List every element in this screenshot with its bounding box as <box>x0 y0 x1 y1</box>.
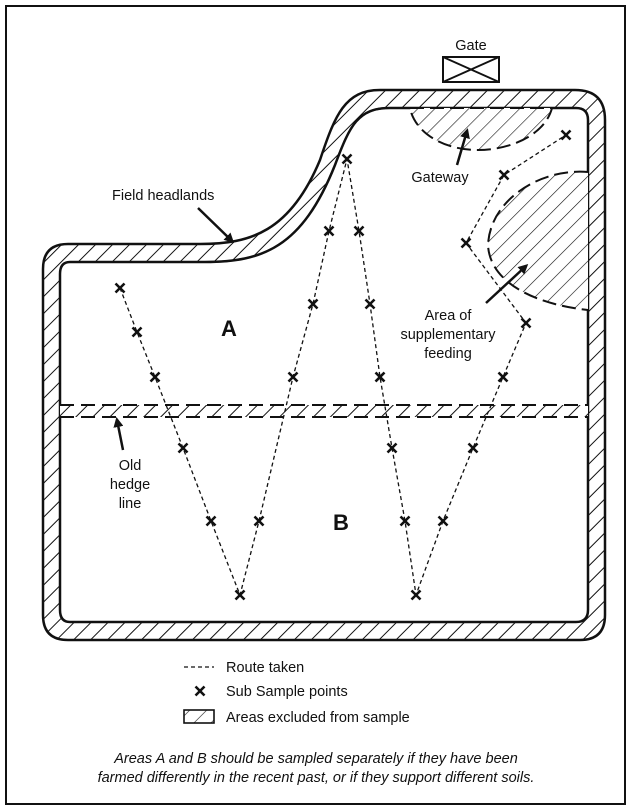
sample-point <box>386 442 398 454</box>
sample-point <box>149 371 161 383</box>
sample-point <box>253 515 265 527</box>
supplementary-label-line2: supplementary <box>400 327 496 343</box>
hedge-label-line1: Old <box>119 458 142 474</box>
sample-point <box>323 225 335 237</box>
hedge-label-line2: hedge <box>110 477 150 493</box>
area-a-label: A <box>221 316 237 341</box>
old-hedge-line-band <box>60 405 588 417</box>
supplementary-arrow <box>485 263 529 304</box>
sample-point <box>353 225 365 237</box>
gateway-arrow <box>455 128 470 166</box>
sample-point <box>497 371 509 383</box>
sample-point <box>364 298 376 310</box>
caption-line-2: farmed differently in the recent past, o… <box>98 770 535 786</box>
field-boundary-dashed <box>59 107 589 623</box>
gate-label: Gate <box>455 38 486 54</box>
sample-points-group <box>114 129 572 601</box>
legend-points-label: Sub Sample points <box>226 684 348 700</box>
hedge-label-line3: line <box>119 496 142 512</box>
legend-point-icon <box>194 685 206 697</box>
supplementary-label-line1: Area of <box>425 308 473 324</box>
supplementary-feeding-area <box>486 170 589 311</box>
legend-excluded-label: Areas excluded from sample <box>226 710 410 726</box>
sample-point <box>234 589 246 601</box>
gateway-label: Gateway <box>411 170 469 186</box>
area-b-label: B <box>333 510 349 535</box>
sample-point <box>437 515 449 527</box>
supplementary-label-line3: feeding <box>424 346 472 362</box>
legend-excluded-swatch <box>183 709 215 724</box>
sample-point <box>341 153 353 165</box>
sample-point <box>498 169 510 181</box>
sample-point <box>205 515 217 527</box>
legend-route-label: Route taken <box>226 660 304 676</box>
hedge-arrow <box>113 417 125 451</box>
caption-line-1: Areas A and B should be sampled separate… <box>113 751 518 767</box>
sample-point <box>307 298 319 310</box>
legend: Route taken Sub Sample points Areas excl… <box>183 660 410 726</box>
route-taken-line <box>119 134 567 598</box>
sample-point <box>410 589 422 601</box>
sample-point <box>177 442 189 454</box>
sample-point <box>287 371 299 383</box>
sample-point <box>560 129 572 141</box>
sample-point <box>520 317 532 329</box>
field-headlands-arrow <box>197 207 235 244</box>
sample-point <box>399 515 411 527</box>
sample-point <box>460 237 472 249</box>
gateway-excluded-area <box>408 107 554 152</box>
sample-point <box>114 282 126 294</box>
sample-point <box>131 326 143 338</box>
sample-point <box>374 371 386 383</box>
field-headlands-label: Field headlands <box>112 188 214 204</box>
sample-point <box>467 442 479 454</box>
